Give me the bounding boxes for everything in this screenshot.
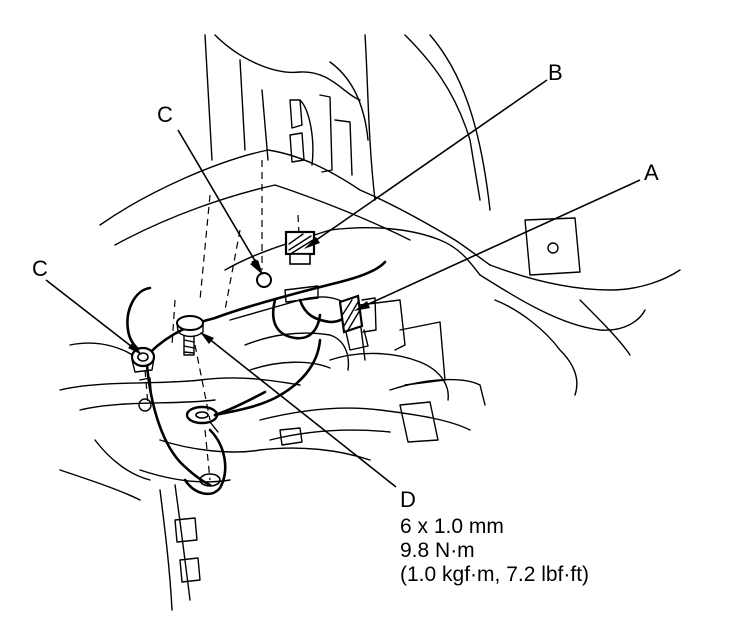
leader-lines: [45, 79, 641, 488]
callout-label-c-upper: C: [157, 102, 173, 127]
clip-c-upper: [256, 272, 272, 288]
callout-label-a: A: [644, 160, 659, 185]
callout-label-d: D: [400, 487, 416, 512]
torque-text: 9.8 N·m: [400, 539, 475, 562]
torque-alt-text: (1.0 kgf·m, 7.2 lbf·ft): [400, 563, 590, 586]
guide-lines: [144, 160, 301, 481]
callout-label-c-left: C: [32, 256, 48, 281]
ground-terminal: [185, 405, 221, 487]
bolt-d: [176, 315, 204, 356]
connector-a: [338, 294, 377, 351]
bolt-size-text: 6 x 1.0 mm: [400, 515, 504, 538]
connector-b: [284, 230, 319, 303]
callout-label-b: B: [548, 60, 563, 85]
bolt-spec: 6 x 1.0 mm 9.8 N·m (1.0 kgf·m, 7.2 lbf·f…: [400, 515, 589, 587]
wire-harness: [126, 260, 387, 496]
